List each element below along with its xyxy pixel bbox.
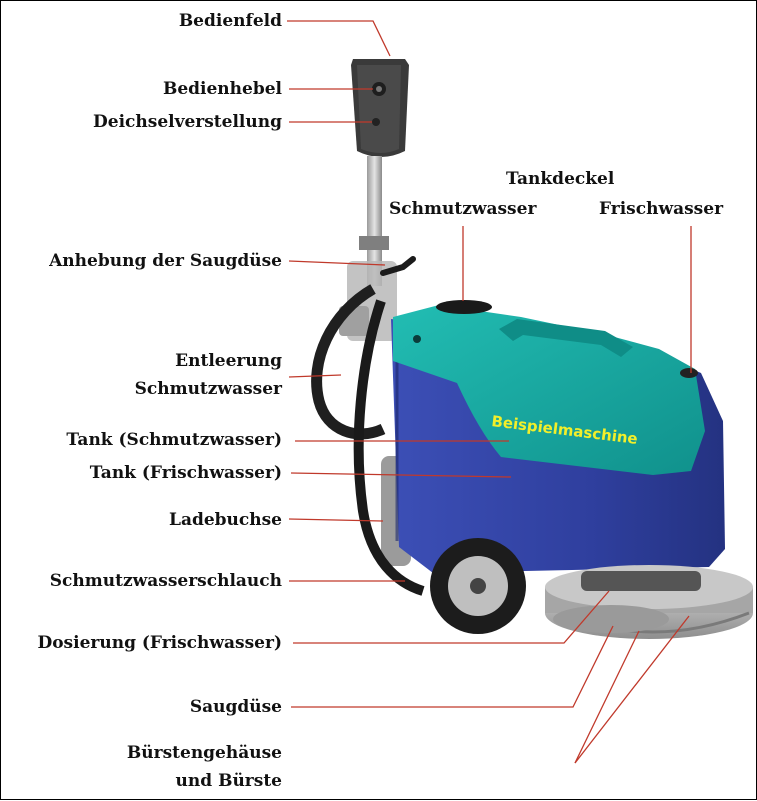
label-tank-frischwasser: Tank (Frischwasser) (89, 463, 282, 483)
label-anhebung-saugduese: Anhebung der Saugdüse (49, 251, 282, 271)
dirty-water-cap-icon (436, 300, 492, 314)
label-saugduese: Saugdüse (189, 697, 282, 717)
label-buerste-line2: und Bürste (175, 771, 282, 791)
squeegee-icon (553, 605, 669, 633)
fresh-water-cap-icon (680, 368, 698, 378)
label-buerste-line1: Bürstengehäuse (126, 743, 282, 763)
leader-lines (287, 20, 692, 764)
nozzle-lift-lever-icon (380, 256, 416, 276)
label-bedienfeld: Bedienfeld (178, 11, 282, 31)
label-deichselverstellung: Deichselverstellung (93, 112, 282, 132)
dirty-water-hose-icon (353, 299, 425, 596)
label-entleerung-line2: Schmutzwasser (134, 379, 282, 399)
control-panel-icon (351, 59, 409, 157)
label-entleerung-line1: Entleerung (175, 351, 282, 371)
label-dosierung: Dosierung (Frischwasser) (37, 633, 282, 653)
handle-adjust-icon (372, 118, 380, 126)
label-bedienhebel: Bedienhebel (162, 79, 282, 99)
label-schmutzwasserschlauch: Schmutzwasserschlauch (49, 571, 282, 591)
label-tank-schmutzwasser: Tank (Schmutzwasser) (66, 430, 282, 450)
label-ladebuchse: Ladebuchse (168, 510, 282, 530)
wheel-icon (430, 538, 526, 634)
label-tankdeckel-schmutzwasser: Schmutzwasser (389, 199, 537, 219)
label-tankdeckel: Tankdeckel (506, 169, 615, 189)
label-tankdeckel-frischwasser: Frischwasser (599, 199, 724, 219)
